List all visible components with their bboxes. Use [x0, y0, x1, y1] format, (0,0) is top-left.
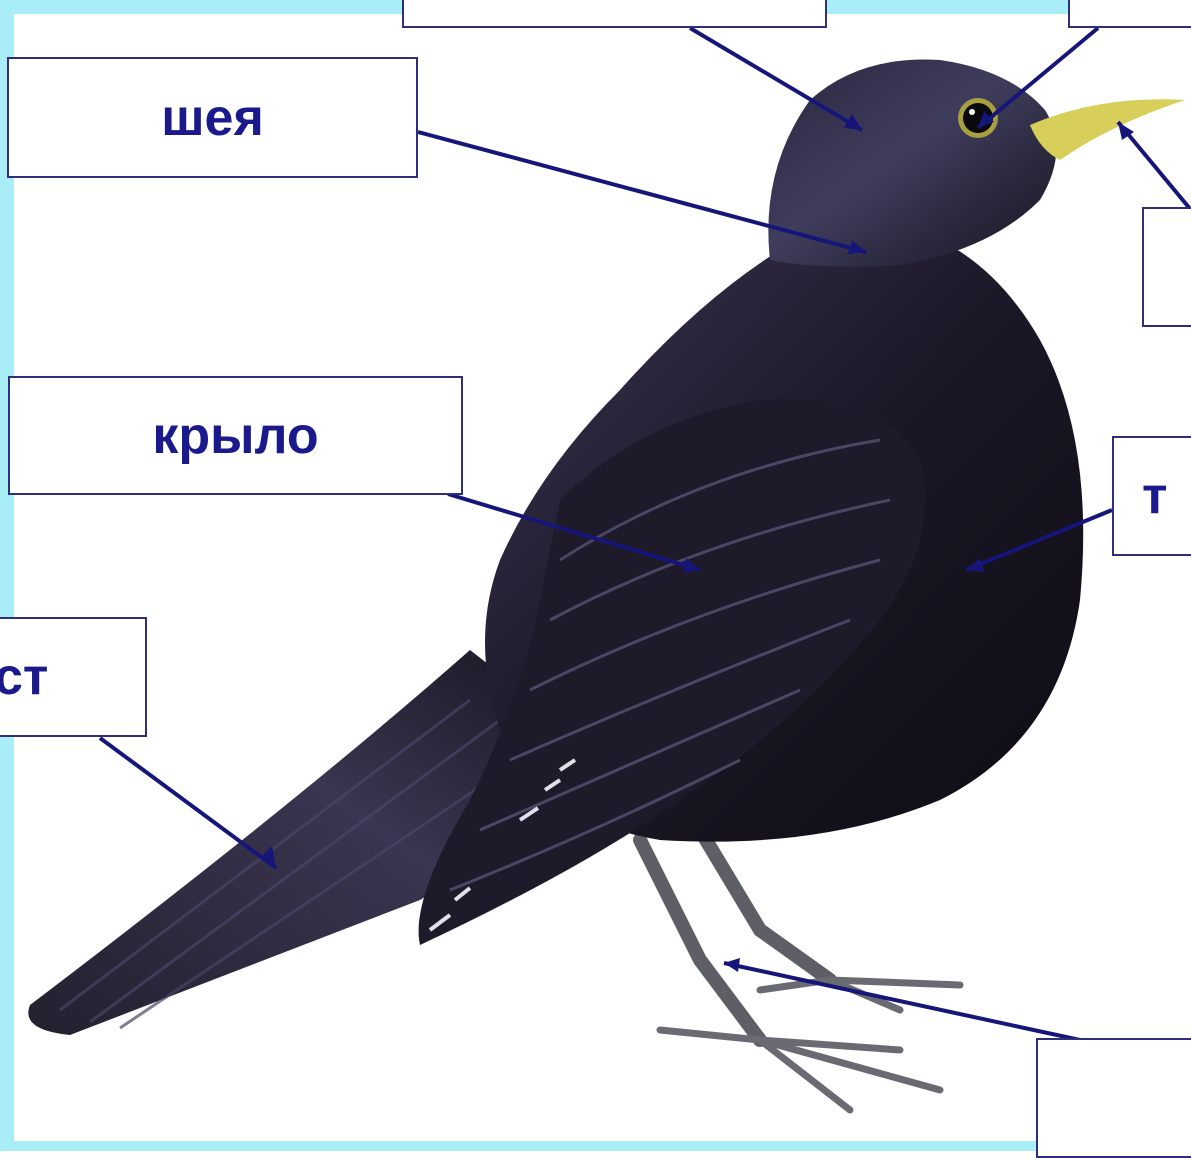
label-body: т — [1112, 436, 1191, 556]
label-wing: крыло — [8, 376, 463, 495]
bird-eye — [958, 98, 998, 138]
label-tail: ст — [0, 617, 147, 737]
label-top-right — [1068, 0, 1191, 28]
label-leg — [1036, 1038, 1191, 1158]
pointer-lines — [98, 26, 1191, 1042]
bird-wing — [418, 398, 925, 945]
bird-legs — [633, 823, 837, 1047]
label-beak — [1142, 207, 1191, 327]
bird-tail — [28, 650, 561, 1035]
wing-feather-lines — [449, 438, 891, 892]
label-neck: шея — [7, 57, 418, 178]
bird-feet — [656, 976, 964, 1114]
pointer-arrowheads — [262, 111, 1134, 972]
label-top-center — [402, 0, 827, 28]
wing-highlight-marks — [428, 758, 577, 932]
bird-beak — [1030, 99, 1185, 160]
